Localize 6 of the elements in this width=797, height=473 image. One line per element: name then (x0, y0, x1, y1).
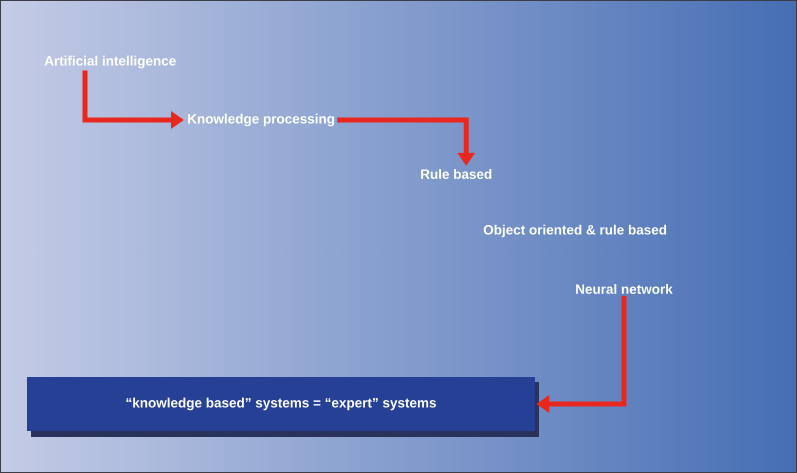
label-text: Neural network (576, 284, 673, 294)
text-box: “knowledge based” systems = “expert” systems (27, 376, 535, 431)
label-text: Rule based (421, 169, 492, 179)
label-text: Artificial intelligence (44, 56, 176, 68)
label-text: Knowledge processing (188, 114, 334, 126)
label-text: Object oriented & rule based (484, 224, 666, 238)
